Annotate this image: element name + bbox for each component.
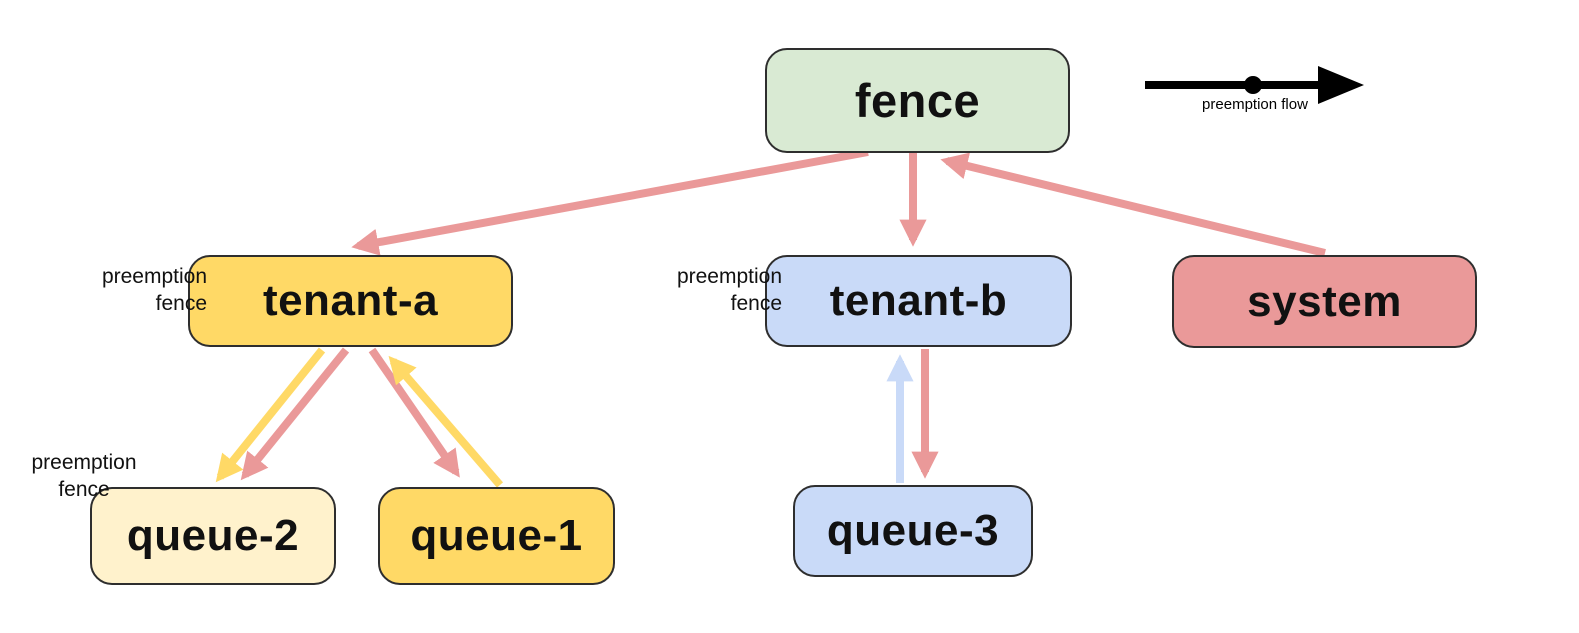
node-tenant-a: tenant-a [188,255,513,347]
legend-label: preemption flow [1202,96,1308,113]
node-queue-2: queue-2 [90,487,336,585]
node-tenant-b: tenant-b [765,255,1072,347]
node-queue-3: queue-3 [793,485,1033,577]
node-queue-1: queue-1 [378,487,615,585]
edge-system-to-fence [940,152,1326,257]
node-queue-3-label: queue-3 [826,506,1000,555]
edge-tenant-a-to-queue-1-pink [368,347,460,478]
edge-fence-to-tenant-a [351,148,869,256]
edge-tenant-a-to-queue-2-yellow [215,347,326,483]
annotation-preemption-fence-tenant-b: preemption fence [676,265,782,315]
node-system-label: system [1247,276,1402,326]
edge-tenant-a-to-queue-2-pink [240,347,350,481]
node-queue-1-label: queue-1 [410,511,583,560]
annotation-preemption-fence-tenant-a: preemption fence [101,265,207,315]
edge-queue-1-to-tenant-a-yellow [388,355,504,488]
node-tenant-b-label: tenant-b [829,276,1008,325]
node-system: system [1172,255,1477,348]
node-tenant-a-label: tenant-a [262,276,439,325]
node-fence: fence [765,48,1070,153]
node-fence-label: fence [854,74,981,127]
node-queue-2-label: queue-2 [126,511,300,560]
annotation-preemption-fence-queue-2: preemption fence [31,451,137,501]
